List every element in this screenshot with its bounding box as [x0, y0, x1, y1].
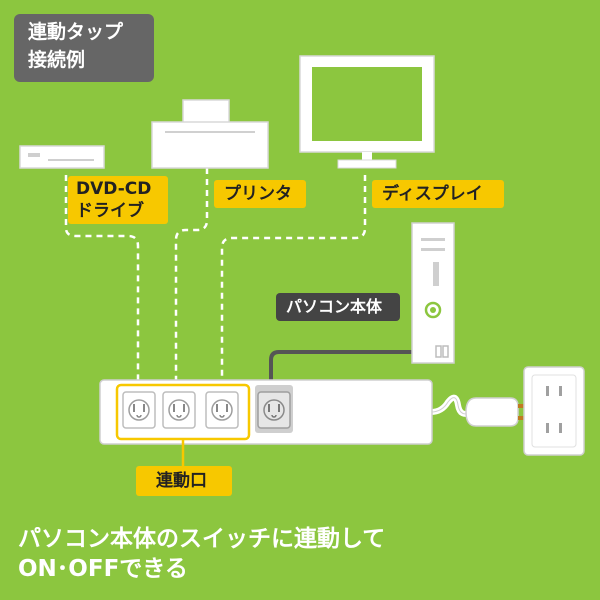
title-box: 連動タップ 接続例: [14, 14, 154, 82]
socket-pc: [257, 391, 291, 429]
dvd-label-line2: ドライブ: [76, 201, 144, 221]
cord-display: [220, 175, 367, 392]
dvd-drive-icon: [19, 145, 105, 169]
title-line1: 連動タップ: [28, 21, 124, 43]
caption: パソコン本体のスイッチに連動して ON･OFFできる: [18, 524, 588, 584]
title-line2: 接続例: [28, 49, 86, 71]
cord-printer: [174, 168, 209, 392]
caption-line2: ON･OFFできる: [18, 556, 188, 582]
display-label: ディスプレイ: [372, 180, 504, 208]
socket-2: [162, 391, 196, 429]
socket-1: [122, 391, 156, 429]
printer-label: プリンタ: [214, 180, 306, 208]
socket-3: [205, 391, 239, 429]
desktop-tower-icon: [411, 222, 455, 364]
power-strip: [99, 379, 433, 445]
caption-line1: パソコン本体のスイッチに連動して: [18, 526, 386, 552]
printer-icon: [151, 99, 269, 169]
dvd-label-line1: DVD-CD: [76, 179, 152, 199]
monitor-icon: [299, 55, 435, 169]
dashed-cords: [64, 168, 367, 392]
cord-dvd: [64, 175, 140, 392]
pc-label: パソコン本体: [276, 293, 400, 321]
power-cord: [428, 394, 538, 427]
dvd-label: DVD-CD ドライブ: [68, 176, 168, 224]
wall-outlet-icon: [523, 366, 585, 456]
linked-port-label: 連動口: [136, 466, 232, 496]
